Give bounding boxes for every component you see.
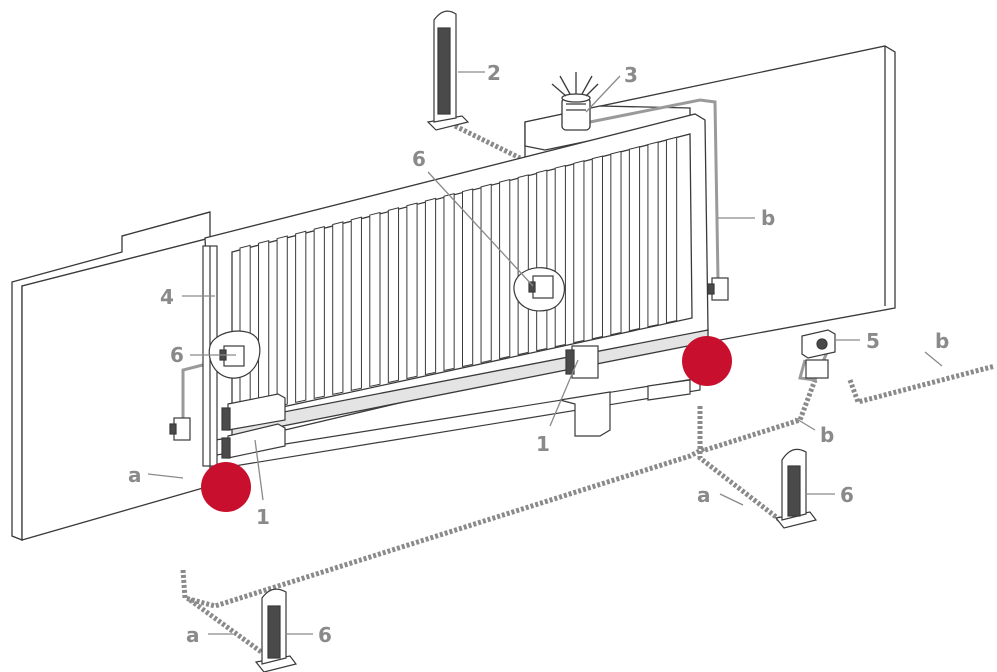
- red-marker-left: [201, 462, 251, 512]
- gate-bar: [536, 169, 548, 352]
- key-switch: [801, 329, 836, 379]
- gate-bar: [424, 197, 437, 376]
- gate-bar: [443, 193, 455, 372]
- label-b-far-right: b: [935, 329, 949, 353]
- label-6-wall-left: 6: [170, 343, 184, 367]
- gate-bars: [239, 136, 678, 415]
- label-1-center: 1: [536, 432, 550, 456]
- label-a-right: a: [697, 483, 711, 507]
- left-wall: [11, 211, 211, 541]
- gate-bar: [350, 216, 362, 392]
- gate-bar: [573, 160, 585, 344]
- gate-bar: [313, 225, 325, 399]
- gate-bar: [462, 188, 474, 368]
- gate-bar: [276, 235, 288, 407]
- gate-bar: [295, 230, 307, 403]
- gate-bar: [591, 155, 603, 340]
- label-1-left: 1: [256, 505, 270, 529]
- warning-light: [551, 72, 599, 131]
- red-marker-right: [682, 336, 732, 386]
- gate-bar: [480, 183, 492, 364]
- red-markers: [201, 336, 732, 512]
- label-6-column-bottom: 6: [318, 623, 332, 647]
- column-right: [774, 448, 818, 529]
- motor-unit-left: [221, 393, 286, 459]
- label-2: 2: [487, 61, 501, 85]
- junction-box-left: [169, 417, 191, 441]
- label-a-left: a: [128, 463, 142, 487]
- label-4: 4: [160, 285, 174, 309]
- label-6-column-right: 6: [840, 483, 854, 507]
- gate-bar: [332, 221, 344, 396]
- leader-lines: [147, 71, 943, 635]
- photocell-center: [513, 267, 565, 312]
- gate-bar: [499, 178, 511, 360]
- gate-bar: [258, 240, 270, 411]
- gate-bar: [239, 244, 251, 415]
- column-bottom: [254, 588, 298, 672]
- junction-box-right: [707, 277, 729, 301]
- buried-cables: [180, 123, 996, 665]
- label-6-gate: 6: [412, 147, 426, 171]
- gate-bar: [369, 211, 381, 388]
- motor-unit-center: [565, 345, 599, 379]
- gate-bar: [406, 202, 418, 380]
- gate-bar: [647, 141, 659, 328]
- gate-bar: [665, 136, 678, 324]
- gate-bar: [517, 174, 529, 356]
- label-b-right: b: [820, 423, 834, 447]
- gate-bar: [554, 164, 566, 348]
- gate-bar: [610, 150, 622, 336]
- label-b-top: b: [761, 206, 775, 230]
- callout-labels: 2 3 4 6 6 b 5 b b 1 1 a a 6 a 6: [128, 61, 949, 647]
- gate-bar: [387, 207, 400, 384]
- label-3: 3: [624, 63, 638, 87]
- label-5: 5: [866, 329, 880, 353]
- label-a-bottom: a: [186, 623, 200, 647]
- gate-bar: [628, 146, 641, 332]
- column-top: [426, 10, 470, 131]
